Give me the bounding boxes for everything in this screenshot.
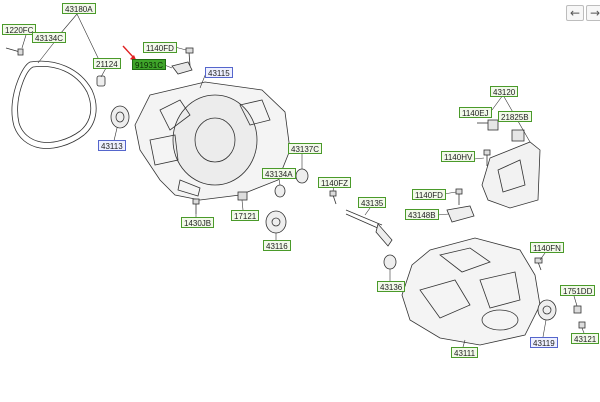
part-label-1140fd-mid[interactable]: 1140FD bbox=[412, 189, 446, 200]
bolt-1140fd-top bbox=[185, 47, 194, 67]
part-label-43134a[interactable]: 43134A bbox=[262, 168, 296, 179]
part-label-43180a[interactable]: 43180A bbox=[62, 3, 96, 14]
clutch-housing bbox=[134, 81, 291, 201]
bolt-1140fd-mid bbox=[455, 188, 463, 205]
seal-43134a bbox=[274, 184, 286, 198]
part-label-21124[interactable]: 21124 bbox=[93, 58, 121, 69]
part-label-43113[interactable]: 43113 bbox=[98, 140, 126, 151]
bolt-1140fz bbox=[329, 190, 337, 205]
gear-43116 bbox=[265, 210, 287, 234]
part-label-43135[interactable]: 43135 bbox=[358, 197, 387, 208]
part-label-1751dd[interactable]: 1751DD bbox=[560, 285, 596, 296]
part-label-43134c[interactable]: 43134C bbox=[32, 32, 67, 43]
part-label-1140ej[interactable]: 1140EJ bbox=[459, 107, 492, 118]
part-label-91931c-highlighted[interactable]: 91931C bbox=[132, 59, 167, 70]
part-label-43137c[interactable]: 43137C bbox=[288, 143, 323, 154]
transmission-case bbox=[401, 237, 541, 346]
bracket-43148b bbox=[446, 205, 475, 223]
washer-43137c bbox=[295, 168, 309, 184]
shift-rod-43135 bbox=[345, 209, 393, 247]
plug-17121 bbox=[237, 191, 248, 201]
bolt-1430jb bbox=[192, 198, 200, 214]
part-label-17121[interactable]: 17121 bbox=[231, 210, 260, 221]
part-label-21825b[interactable]: 21825B bbox=[498, 111, 532, 122]
part-label-1140fz[interactable]: 1140FZ bbox=[318, 177, 351, 188]
part-label-43115[interactable]: 43115 bbox=[205, 67, 233, 78]
part-label-1140hv[interactable]: 1140HV bbox=[441, 151, 476, 162]
part-label-43111[interactable]: 43111 bbox=[451, 347, 479, 358]
back-arrow-icon[interactable]: ← bbox=[566, 5, 584, 21]
oil-seal-43113 bbox=[110, 105, 130, 129]
part-label-1140fd-top[interactable]: 1140FD bbox=[143, 42, 177, 53]
bolt-1140fn bbox=[534, 257, 543, 271]
part-label-1220fc[interactable]: 1220FC bbox=[2, 24, 37, 35]
forward-arrow-icon[interactable]: → bbox=[586, 5, 600, 21]
part-label-43148b[interactable]: 43148B bbox=[405, 209, 439, 220]
part-label-43119[interactable]: 43119 bbox=[530, 337, 558, 348]
part-label-43121[interactable]: 43121 bbox=[571, 333, 600, 344]
dowel-pin-21124 bbox=[96, 75, 106, 87]
part-label-43116[interactable]: 43116 bbox=[263, 240, 291, 251]
sensor-bracket bbox=[171, 61, 193, 75]
part-label-43136[interactable]: 43136 bbox=[377, 281, 406, 292]
bolt-1220fc bbox=[5, 47, 24, 56]
gasket-ring bbox=[11, 60, 97, 149]
bolt-1140hv bbox=[483, 149, 491, 166]
part-label-1140fn[interactable]: 1140FN bbox=[530, 242, 564, 253]
bracket-43120 bbox=[477, 119, 541, 209]
part-label-43120[interactable]: 43120 bbox=[490, 86, 519, 97]
seal-43119 bbox=[537, 299, 557, 321]
gear-43136 bbox=[383, 254, 397, 270]
drain-plug bbox=[573, 305, 582, 314]
part-label-1430jb[interactable]: 1430JB bbox=[181, 217, 215, 228]
